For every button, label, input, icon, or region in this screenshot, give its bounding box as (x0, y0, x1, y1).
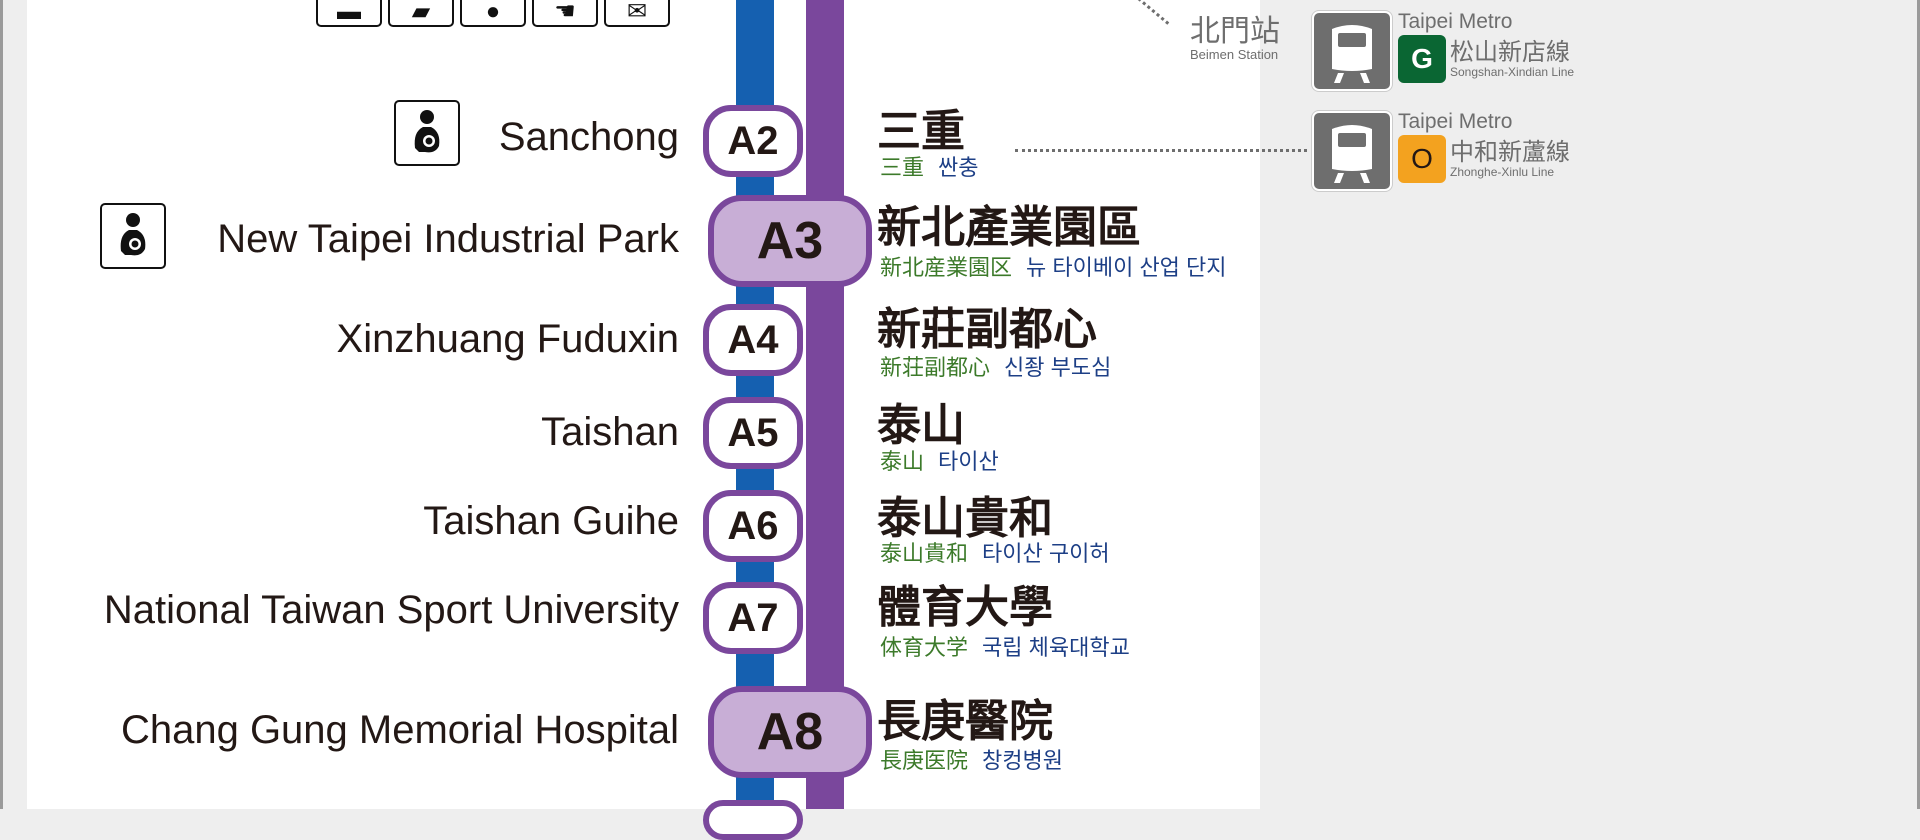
station-name-en: Xinzhuang Fuduxin (336, 317, 679, 361)
train-icon (1312, 111, 1392, 191)
ticket-icon: ▰ (388, 0, 454, 27)
nursing-room-icon (394, 100, 460, 166)
station-name-sub: 体育大学 국립 체육대학교 (880, 636, 1130, 660)
station-code-badge: A7 (703, 582, 803, 654)
train-icon (1312, 11, 1392, 91)
station-name-jp: 泰山貴和 (880, 541, 969, 566)
station-name-zh: 新北產業園區 (877, 203, 1141, 252)
station-name-en: Taishan (541, 410, 679, 454)
nursing-room-icon (100, 203, 166, 269)
restroom-icon: ● (460, 0, 526, 27)
station-name-kr: 국립 체육대학교 (982, 635, 1130, 660)
beimen-name-en: Beimen Station (1190, 47, 1279, 62)
transfer-line-zh: 松山新店線 (1450, 39, 1570, 66)
station-name-sub: 三重 싼충 (880, 156, 979, 180)
station-name-jp: 泰山 (880, 449, 925, 474)
station-name-zh: 泰山 (877, 401, 965, 450)
luggage-locker-icon: ▬ (316, 0, 382, 27)
station-name-zh: 泰山貴和 (877, 494, 1053, 543)
station-name-sub: 泰山貴和 타이산 구이허 (880, 542, 1110, 566)
transfer-line-zh: 中和新蘆線 (1450, 139, 1570, 166)
station-name-jp: 新荘副都心 (880, 355, 991, 380)
information-hand-icon: ☚ (532, 0, 598, 27)
left-border (0, 0, 3, 809)
station-name-zh: 三重 (877, 107, 965, 156)
station-name-kr: 타이산 구이허 (982, 541, 1110, 566)
transfer-operator: Taipei Metro (1398, 10, 1513, 33)
beimen-station-label: 北門站 Beimen Station (1190, 16, 1280, 62)
station-name-sub: 泰山 타이산 (880, 450, 999, 474)
station-code-badge: A3 (708, 195, 872, 287)
station-name-jp: 新北産業園区 (880, 255, 1013, 280)
station-name-zh: 長庚醫院 (877, 697, 1053, 746)
transfer-operator: Taipei Metro (1398, 110, 1513, 133)
station-name-en: New Taipei Industrial Park (217, 217, 679, 261)
station-name-kr: 창컹병원 (982, 748, 1063, 773)
station-name-zh: 新莊副都心 (877, 305, 1097, 354)
station-name-sub: 新荘副都心 신좡 부도심 (880, 356, 1111, 380)
station-code-badge: A6 (703, 490, 803, 562)
station-name-en: National Taiwan Sport University (103, 588, 679, 632)
right-border (1917, 0, 1920, 809)
station-name-sub: 新北産業園区 뉴 타이베이 산업 단지 (880, 256, 1227, 280)
station-name-sub: 長庚医院 창컹병원 (880, 749, 1063, 773)
transfer-line-en: Zhonghe-Xinlu Line (1450, 165, 1555, 179)
line-g-badge: G (1398, 35, 1446, 83)
station-name-en: Chang Gung Memorial Hospital (120, 708, 679, 752)
station-code-badge: A5 (703, 397, 803, 469)
station-code-badge: A4 (703, 304, 803, 376)
station-name-jp: 体育大学 (880, 635, 969, 660)
transfer-songshan-xindian[interactable]: Taipei Metro G 松山新店線 Songshan-Xindian Li… (1312, 11, 1574, 91)
mail-icon: ✉ (604, 0, 670, 27)
next-station-badge-partial (703, 800, 803, 840)
airport-line-track (806, 0, 844, 809)
line-o-badge: O (1398, 135, 1446, 183)
station-name-jp: 長庚医院 (880, 748, 969, 773)
beimen-name-zh: 北門站 (1190, 15, 1280, 48)
transfer-zhonghe-xinlu[interactable]: Taipei Metro O 中和新蘆線 Zhonghe-Xinlu Line (1312, 111, 1570, 191)
station-name-kr: 타이산 (938, 449, 999, 474)
station-name-kr: 싼충 (938, 155, 979, 180)
station-name-jp: 三重 (880, 155, 925, 180)
station-code-badge: A8 (708, 686, 872, 778)
station-name-en: Taishan Guihe (423, 499, 679, 543)
station-name-en: Sanchong (498, 115, 679, 159)
station-code-badge: A2 (703, 105, 803, 177)
transfer-line-en: Songshan-Xindian Line (1450, 65, 1575, 79)
facility-icons-row: ▬ ▰ ● ☚ ✉ (316, 0, 670, 27)
station-name-zh: 體育大學 (877, 583, 1053, 632)
station-name-kr: 뉴 타이베이 산업 단지 (1026, 255, 1227, 280)
station-name-kr: 신좡 부도심 (1004, 355, 1112, 380)
sanchong-transfer-connector (1015, 149, 1307, 152)
route-map-panel (27, 0, 1260, 809)
